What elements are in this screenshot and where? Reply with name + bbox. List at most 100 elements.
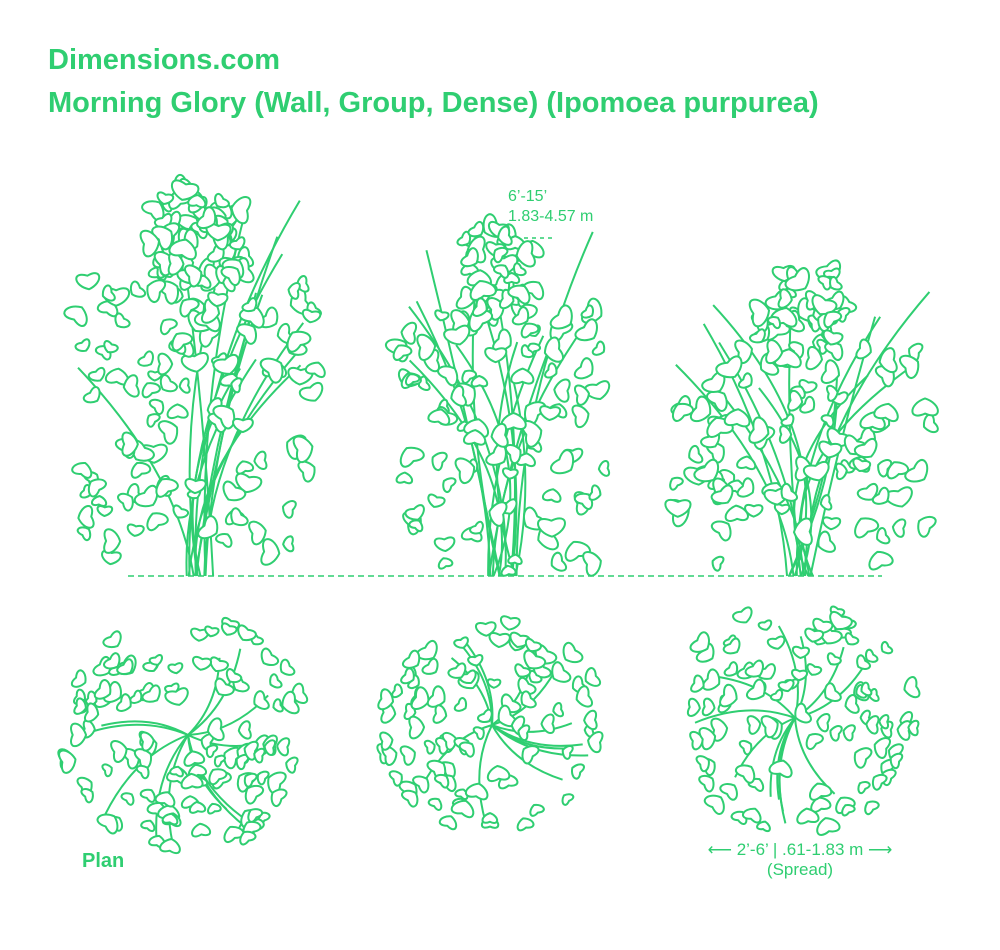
leaf: [408, 715, 426, 740]
leaf: [857, 781, 871, 795]
leaf: [810, 796, 832, 813]
leaf: [710, 484, 734, 505]
leaf: [400, 321, 418, 345]
leaf: [416, 333, 437, 361]
leaf: [437, 557, 454, 570]
leaf: [756, 663, 776, 680]
leaf: [454, 457, 476, 484]
leaf: [524, 637, 543, 653]
leaf: [690, 674, 705, 693]
leaf: [434, 309, 450, 322]
leaf: [256, 770, 270, 786]
leaf: [392, 344, 413, 361]
leaf: [853, 747, 873, 769]
vine-stem: [512, 378, 527, 577]
leaf: [835, 462, 848, 481]
leaf: [75, 272, 101, 291]
leaf: [521, 420, 543, 448]
leaf: [523, 649, 547, 670]
leaf: [689, 395, 712, 423]
leaf: [497, 704, 517, 728]
leaf: [470, 374, 489, 388]
leaf: [377, 688, 395, 711]
page-title: Morning Glory (Wall, Group, Dense) (Ipom…: [48, 87, 819, 119]
leaf: [671, 402, 695, 422]
plant-elevation-2: [384, 213, 611, 577]
leaf: [865, 648, 879, 663]
plant-plan-1: [57, 616, 309, 855]
leaf: [73, 697, 87, 715]
leaf: [137, 350, 154, 367]
leaf: [469, 520, 484, 535]
leaf: [172, 504, 190, 519]
leaf: [549, 304, 573, 330]
leaf: [693, 458, 719, 483]
leaf: [502, 467, 519, 480]
plan-label: Plan: [82, 850, 125, 872]
leaf: [507, 553, 523, 565]
leaf: [269, 673, 283, 689]
leaf: [922, 413, 939, 434]
leaf: [230, 507, 249, 527]
leaf: [453, 697, 468, 712]
leaf: [77, 505, 95, 529]
leaf: [467, 654, 484, 667]
leaf: [871, 486, 890, 505]
leaf: [490, 422, 509, 448]
leaf: [791, 645, 811, 660]
leaf: [427, 797, 443, 811]
leaf: [544, 362, 558, 379]
leaf: [207, 291, 229, 308]
leaf: [824, 682, 842, 702]
leaf: [156, 191, 175, 205]
leaf: [260, 538, 281, 566]
vine-stem: [776, 717, 796, 800]
leaf: [71, 461, 93, 479]
leaf: [855, 338, 872, 360]
leaf: [110, 740, 128, 763]
leaf: [458, 741, 475, 758]
leaf: [157, 420, 179, 445]
leaf: [247, 808, 264, 823]
leaf: [873, 402, 899, 423]
leaf: [514, 663, 532, 678]
leaf: [809, 782, 833, 801]
leaf: [433, 773, 450, 789]
leaf: [188, 801, 207, 814]
leaf: [220, 266, 241, 287]
leaf: [96, 813, 119, 835]
leaf: [539, 405, 562, 422]
leaf: [481, 812, 499, 824]
leaf: [756, 820, 771, 833]
leaf: [412, 775, 430, 794]
leaf: [486, 678, 502, 689]
leaf: [516, 817, 535, 832]
leaf: [799, 395, 816, 414]
leaf: [82, 386, 101, 404]
leaf: [853, 438, 878, 459]
leaf: [467, 220, 485, 238]
leaf: [497, 225, 513, 246]
leaf: [437, 365, 459, 387]
leaf: [281, 690, 300, 715]
leaf: [777, 679, 795, 693]
leaf: [822, 329, 844, 346]
leaf: [103, 652, 121, 670]
leaf: [574, 384, 590, 406]
leaf: [87, 366, 106, 382]
leaf: [167, 662, 184, 675]
leaf: [698, 727, 717, 751]
leaf: [237, 720, 252, 740]
leaf: [504, 444, 522, 465]
leaf: [400, 667, 415, 685]
leaf: [101, 763, 113, 778]
leaf: [669, 476, 684, 491]
leaf: [819, 494, 833, 511]
height-imperial: 6’-15’: [508, 188, 548, 205]
leaf: [852, 457, 872, 473]
vine-stem: [187, 648, 242, 736]
leaf: [96, 505, 114, 518]
leaf: [765, 339, 784, 365]
leaf: [561, 793, 575, 806]
leaf: [844, 632, 860, 646]
